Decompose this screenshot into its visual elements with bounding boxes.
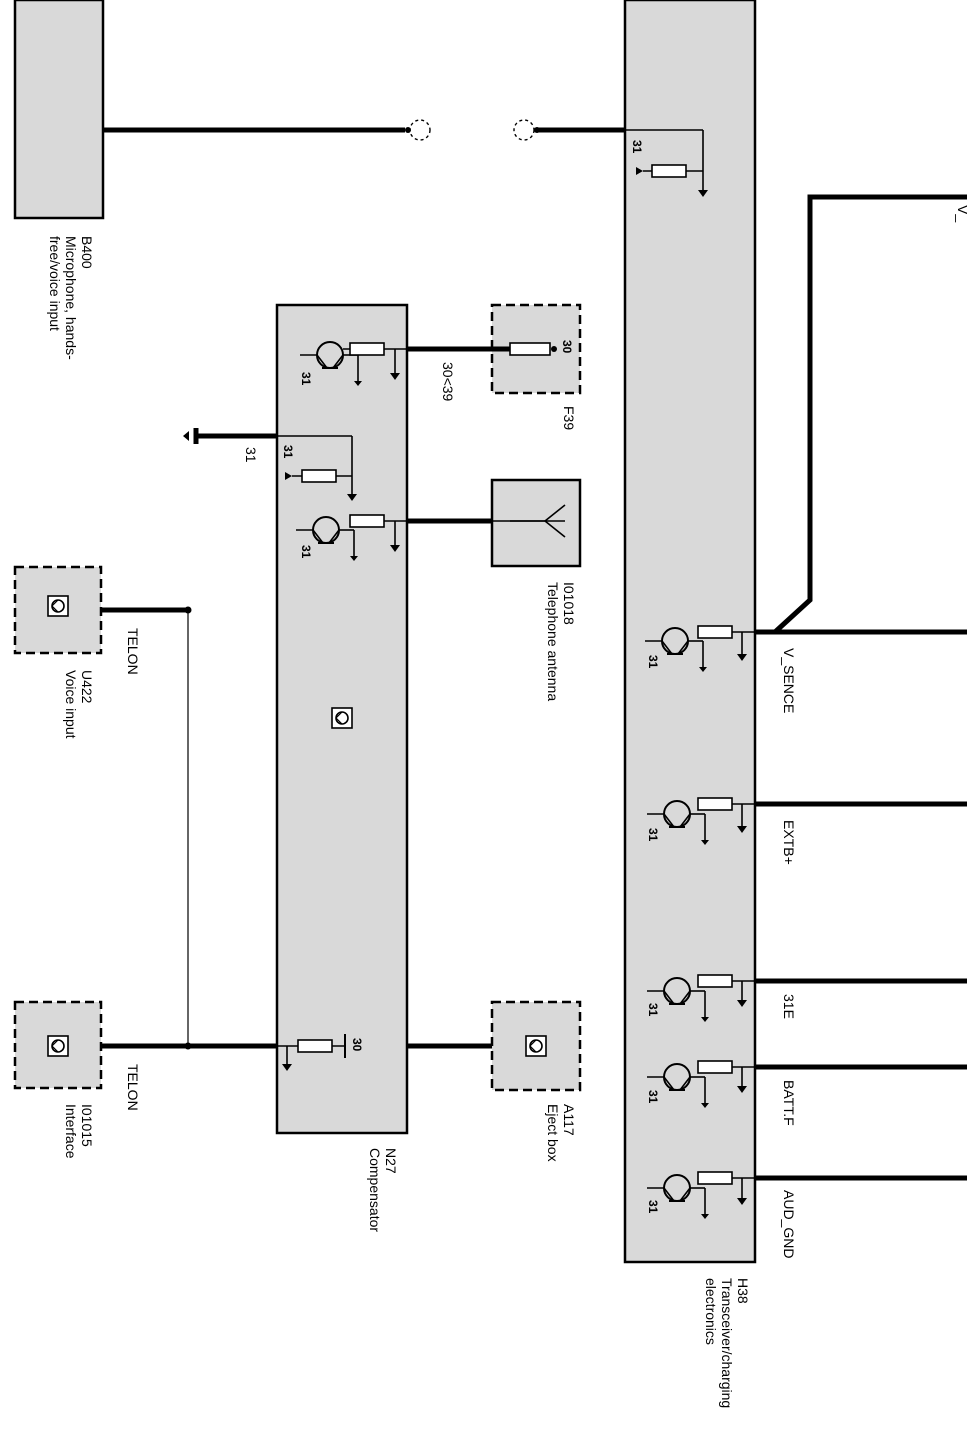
connector-left — [409, 119, 431, 141]
e31-label: 31E — [781, 994, 797, 1019]
comp-driver1-ground: 31 — [299, 372, 313, 386]
antenna-name: Telephone antenna — [545, 582, 561, 701]
driver-aud-gnd: 31 — [646, 1171, 755, 1220]
microphone-code: B400 — [79, 236, 95, 269]
v-sence-upper-wire — [773, 194, 967, 634]
transceiver-code: H38 — [735, 1278, 751, 1304]
transceiver-name-1: Transceiver/charging — [719, 1278, 735, 1408]
microphone-name-2: free/voice input — [47, 236, 63, 331]
driver-31e: 31 — [646, 974, 755, 1023]
voice-input-icon — [47, 595, 69, 617]
antenna-code: I01018 — [561, 582, 577, 625]
fuse-wire-label: 30<39 — [440, 362, 456, 402]
interface-name: Interface — [63, 1104, 79, 1159]
ground-wire-label: 31 — [243, 447, 259, 463]
eject-box-name: Eject box — [545, 1104, 561, 1162]
eject-box-code: A117 — [561, 1104, 577, 1136]
svg-text:31: 31 — [646, 655, 660, 669]
driver-battf: 31 — [646, 1060, 755, 1109]
interface-icon — [47, 1035, 69, 1057]
voice-input-code: U422 — [79, 670, 95, 704]
aud-gnd-label: AUD_GND — [781, 1190, 797, 1258]
svg-text:31: 31 — [646, 1090, 660, 1104]
transceiver-name-2: electronics — [703, 1278, 719, 1345]
telon-upper-label: TELON — [125, 628, 141, 675]
svg-text:V_: V_ — [955, 205, 967, 222]
mic-ground-label: 31 — [630, 140, 644, 154]
comp-supply-label: 30 — [350, 1038, 364, 1052]
antenna-box — [490, 478, 582, 568]
fuse-pin-label: 30 — [560, 340, 574, 354]
driver-extb: 31 — [646, 797, 755, 846]
svg-text:31: 31 — [646, 828, 660, 842]
extb-label: EXTB+ — [781, 820, 797, 865]
telon-lower-label: TELON — [125, 1064, 141, 1111]
svg-text:31: 31 — [646, 1003, 660, 1017]
microphone-box — [13, 0, 105, 220]
connector-right — [513, 119, 535, 141]
svg-text:31: 31 — [646, 1200, 660, 1214]
compensator-code: N27 — [383, 1148, 399, 1174]
driver-v-sence: 31 — [644, 625, 755, 673]
microphone-name-1: Microphone, hands- — [63, 236, 79, 360]
v-sence-label: V_SENCE — [781, 648, 797, 713]
eject-box-box — [490, 1000, 582, 1092]
compensator-name: Compensator — [367, 1148, 383, 1232]
comp-driver2-ground: 31 — [299, 545, 313, 559]
transceiver-box — [623, 0, 757, 1264]
comp-ground-label: 31 — [281, 445, 295, 459]
interface-code: I01015 — [79, 1104, 95, 1147]
battf-label: BATT.F — [781, 1080, 797, 1126]
voice-input-name: Voice input — [63, 670, 79, 739]
eject-box-icon — [525, 1035, 547, 1057]
fuse-code: F39 — [561, 406, 577, 430]
